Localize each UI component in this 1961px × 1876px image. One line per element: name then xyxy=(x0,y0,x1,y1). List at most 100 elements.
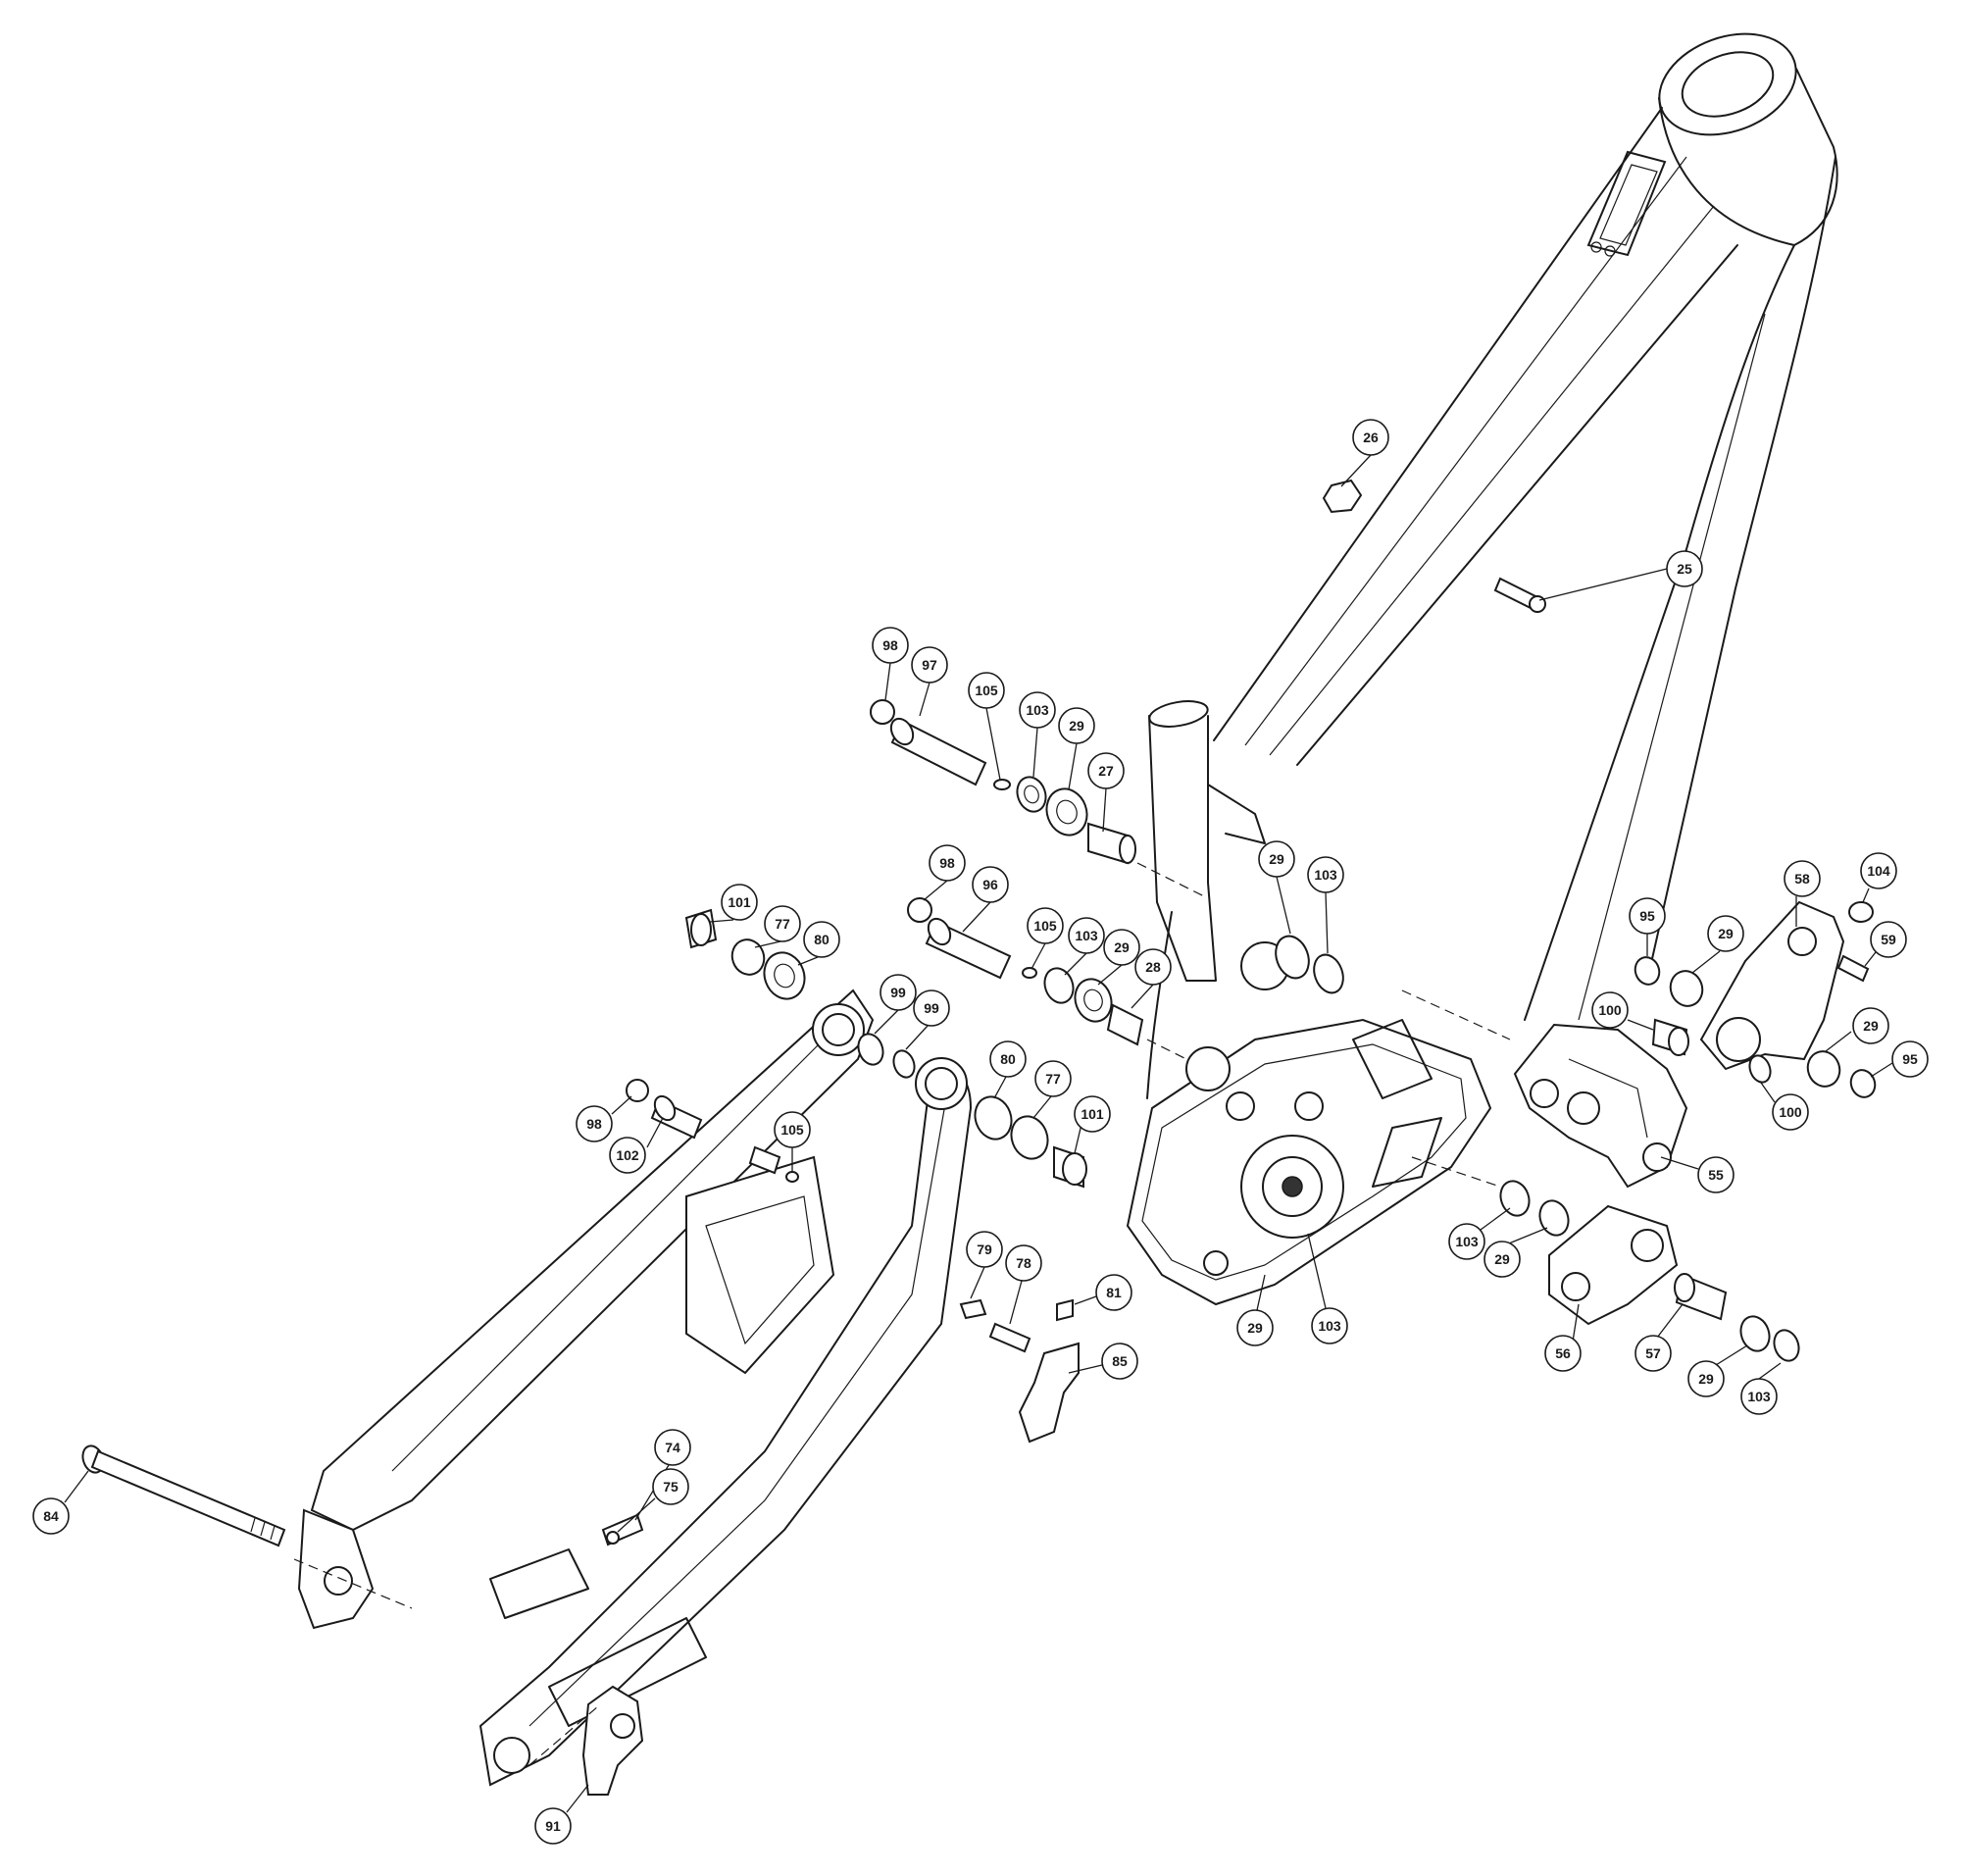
callout-105: 105 xyxy=(968,672,1005,781)
svg-text:95: 95 xyxy=(1639,908,1655,924)
callout-103: 103 xyxy=(1307,856,1344,954)
callout-79: 79 xyxy=(966,1231,1003,1299)
bolt-25 xyxy=(1493,577,1546,613)
axle-84 xyxy=(81,1445,286,1547)
callout-28: 28 xyxy=(1131,948,1172,1009)
svg-text:74: 74 xyxy=(665,1440,680,1455)
callout-101: 101 xyxy=(709,884,758,923)
svg-text:29: 29 xyxy=(1494,1251,1510,1267)
svg-text:27: 27 xyxy=(1098,763,1114,779)
svg-text:78: 78 xyxy=(1016,1255,1031,1271)
svg-text:29: 29 xyxy=(1698,1371,1714,1387)
svg-text:101: 101 xyxy=(728,894,751,910)
svg-text:97: 97 xyxy=(922,657,937,673)
svg-text:25: 25 xyxy=(1677,561,1692,577)
svg-text:91: 91 xyxy=(545,1818,561,1834)
callout-99: 99 xyxy=(905,989,950,1050)
callout-29: 29 xyxy=(1258,840,1295,935)
svg-text:56: 56 xyxy=(1555,1345,1571,1361)
svg-text:84: 84 xyxy=(43,1508,59,1524)
callout-29: 29 xyxy=(1825,1007,1889,1052)
callout-91: 91 xyxy=(534,1784,589,1845)
small-bolts-74-75 xyxy=(601,1513,644,1546)
svg-text:29: 29 xyxy=(1269,851,1284,867)
svg-text:57: 57 xyxy=(1645,1345,1661,1361)
callout-101: 101 xyxy=(1074,1095,1111,1154)
svg-text:58: 58 xyxy=(1794,871,1810,887)
rocker-58-stack xyxy=(1634,900,1877,1098)
swingarm xyxy=(297,989,973,1787)
derailleur-hanger-91 xyxy=(581,1685,644,1796)
svg-text:98: 98 xyxy=(882,637,898,653)
callout-75: 75 xyxy=(617,1468,689,1533)
svg-text:102: 102 xyxy=(616,1147,639,1163)
svg-text:100: 100 xyxy=(1779,1104,1802,1120)
callout-80: 80 xyxy=(797,921,840,966)
svg-text:100: 100 xyxy=(1598,1002,1622,1018)
link-56-stack xyxy=(1499,1180,1800,1362)
callout-26: 26 xyxy=(1340,419,1389,487)
chain-guide-85-stack xyxy=(959,1298,1080,1444)
svg-text:29: 29 xyxy=(1718,926,1734,941)
svg-text:79: 79 xyxy=(977,1242,992,1257)
callout-29: 29 xyxy=(1691,915,1744,974)
callout-55: 55 xyxy=(1660,1156,1735,1193)
callout-105: 105 xyxy=(774,1111,811,1171)
bolt-102-98 xyxy=(626,1079,799,1183)
svg-text:105: 105 xyxy=(1033,918,1057,934)
swingarm-bearings-left xyxy=(684,908,916,1079)
pivot-axle-96-stack xyxy=(907,897,1144,1046)
callout-29: 29 xyxy=(1236,1274,1274,1346)
callout-57: 57 xyxy=(1634,1303,1684,1372)
svg-text:103: 103 xyxy=(1026,702,1049,718)
callout-77: 77 xyxy=(1032,1060,1072,1119)
callout-59: 59 xyxy=(1864,921,1907,967)
svg-text:29: 29 xyxy=(1114,939,1130,955)
svg-text:101: 101 xyxy=(1081,1106,1104,1122)
callout-78: 78 xyxy=(1005,1244,1042,1325)
callout-25: 25 xyxy=(1538,550,1703,601)
callout-95: 95 xyxy=(1870,1040,1929,1078)
callout-29: 29 xyxy=(1687,1344,1748,1397)
svg-text:59: 59 xyxy=(1881,932,1896,947)
callout-96: 96 xyxy=(962,866,1009,933)
callout-103: 103 xyxy=(1019,691,1056,778)
callout-99: 99 xyxy=(874,974,917,1035)
svg-text:29: 29 xyxy=(1863,1018,1879,1034)
nut-26 xyxy=(1322,479,1363,514)
svg-text:77: 77 xyxy=(775,916,790,932)
callout-95: 95 xyxy=(1629,897,1666,956)
svg-text:26: 26 xyxy=(1363,430,1379,445)
svg-text:95: 95 xyxy=(1902,1051,1918,1067)
callout-29: 29 xyxy=(1097,929,1140,986)
callout-103: 103 xyxy=(1448,1207,1511,1260)
callout-85: 85 xyxy=(1068,1343,1138,1380)
callout-103: 103 xyxy=(1307,1233,1348,1344)
svg-text:77: 77 xyxy=(1045,1071,1061,1087)
main-frame xyxy=(1126,32,1838,1306)
svg-text:99: 99 xyxy=(924,1000,939,1016)
callout-100: 100 xyxy=(1760,1082,1809,1131)
callout-29: 29 xyxy=(1483,1227,1548,1278)
svg-text:81: 81 xyxy=(1106,1285,1122,1300)
callout-98: 98 xyxy=(923,844,966,901)
svg-text:103: 103 xyxy=(1318,1318,1341,1334)
svg-text:29: 29 xyxy=(1069,718,1084,734)
svg-text:80: 80 xyxy=(814,932,830,947)
callout-81: 81 xyxy=(1074,1274,1132,1311)
callout-100: 100 xyxy=(1591,991,1654,1031)
callout-58: 58 xyxy=(1784,860,1821,927)
svg-text:104: 104 xyxy=(1867,863,1890,879)
callout-102: 102 xyxy=(609,1117,664,1174)
svg-text:98: 98 xyxy=(939,855,955,871)
callout-98: 98 xyxy=(872,627,909,701)
callout-97: 97 xyxy=(911,646,948,717)
svg-text:99: 99 xyxy=(890,985,906,1000)
callout-104: 104 xyxy=(1860,852,1897,903)
svg-text:103: 103 xyxy=(1314,867,1337,883)
callout-77: 77 xyxy=(754,905,801,948)
svg-text:98: 98 xyxy=(586,1116,602,1132)
callout-105: 105 xyxy=(1027,907,1064,970)
svg-text:96: 96 xyxy=(982,877,998,892)
